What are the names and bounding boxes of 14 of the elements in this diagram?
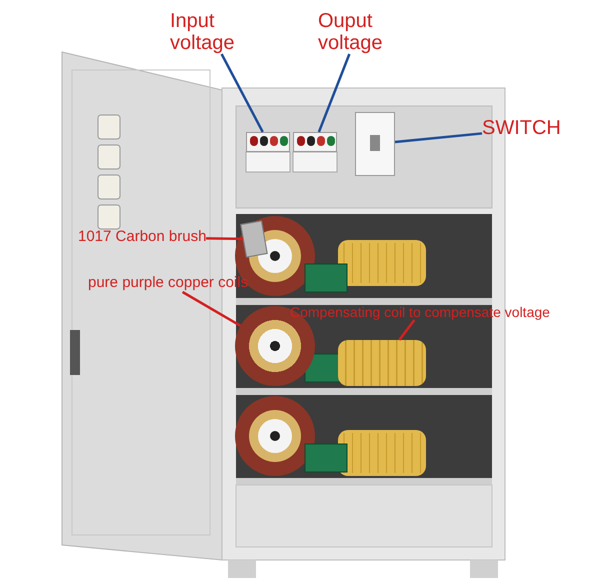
callout-label: Ouput voltage [318, 10, 398, 54]
compensating-coil [338, 340, 426, 386]
callout-label: Input voltage [170, 10, 250, 54]
leader-line [182, 290, 242, 327]
leader-line [220, 53, 264, 133]
callout-label: 1017 Carbon brush [78, 229, 206, 246]
circuit-breaker [355, 112, 395, 176]
output-terminal-block [293, 132, 337, 152]
leader-line [394, 132, 482, 144]
leader-line [318, 54, 351, 132]
leader-line [206, 237, 244, 240]
callout-label: SWITCH [482, 117, 592, 139]
leader-line [398, 319, 416, 341]
input-terminal-block [246, 132, 290, 152]
